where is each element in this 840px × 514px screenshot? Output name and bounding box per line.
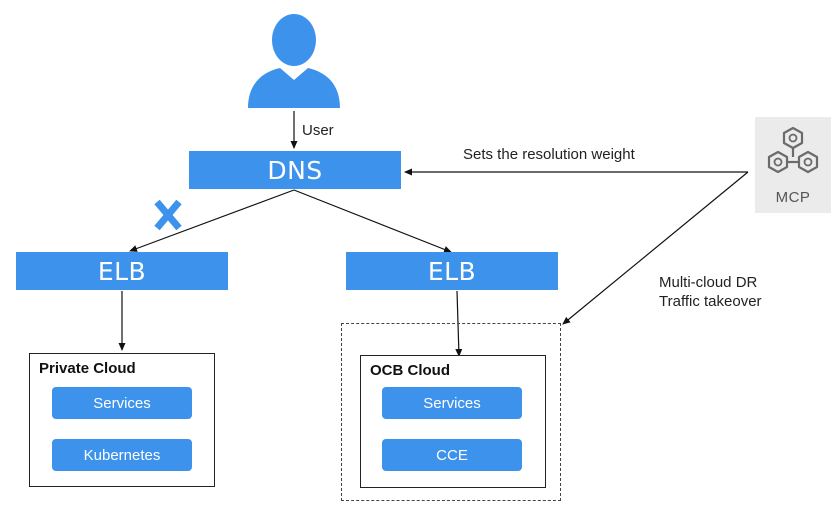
private-cloud-title: Private Cloud [39, 360, 136, 377]
arrow-dns-to-elb-right [293, 189, 452, 253]
dns-node: DNS [189, 151, 401, 189]
arrow-mcp-to-ocb-region [562, 171, 749, 325]
ocb-cloud-services: Services [382, 387, 522, 419]
elb-right-node: ELB [346, 252, 558, 290]
arrow-dns-to-elb-left [129, 189, 295, 252]
ocb-cloud-box: OCB Cloud Services CCE [360, 355, 546, 488]
private-cloud-services: Services [52, 387, 192, 419]
mcp-node: MCP [755, 117, 831, 213]
ocb-dr-region [341, 323, 561, 501]
mcp-hexagon-icon [767, 126, 819, 174]
failure-x-icon [154, 199, 182, 231]
resolution-weight-note: Sets the resolution weight [463, 146, 635, 163]
traffic-takeover-note: Traffic takeover [659, 293, 762, 310]
user-label: User [302, 122, 334, 139]
ocb-cloud-cce: CCE [382, 439, 522, 471]
multicloud-dr-note: Multi-cloud DR [659, 274, 758, 291]
private-cloud-kubernetes: Kubernetes [52, 439, 192, 471]
elb-left-node: ELB [16, 252, 228, 290]
mcp-label: MCP [775, 189, 811, 206]
ocb-cloud-title: OCB Cloud [370, 362, 450, 379]
user-icon [248, 14, 340, 108]
private-cloud-box: Private Cloud Services Kubernetes [29, 353, 215, 487]
